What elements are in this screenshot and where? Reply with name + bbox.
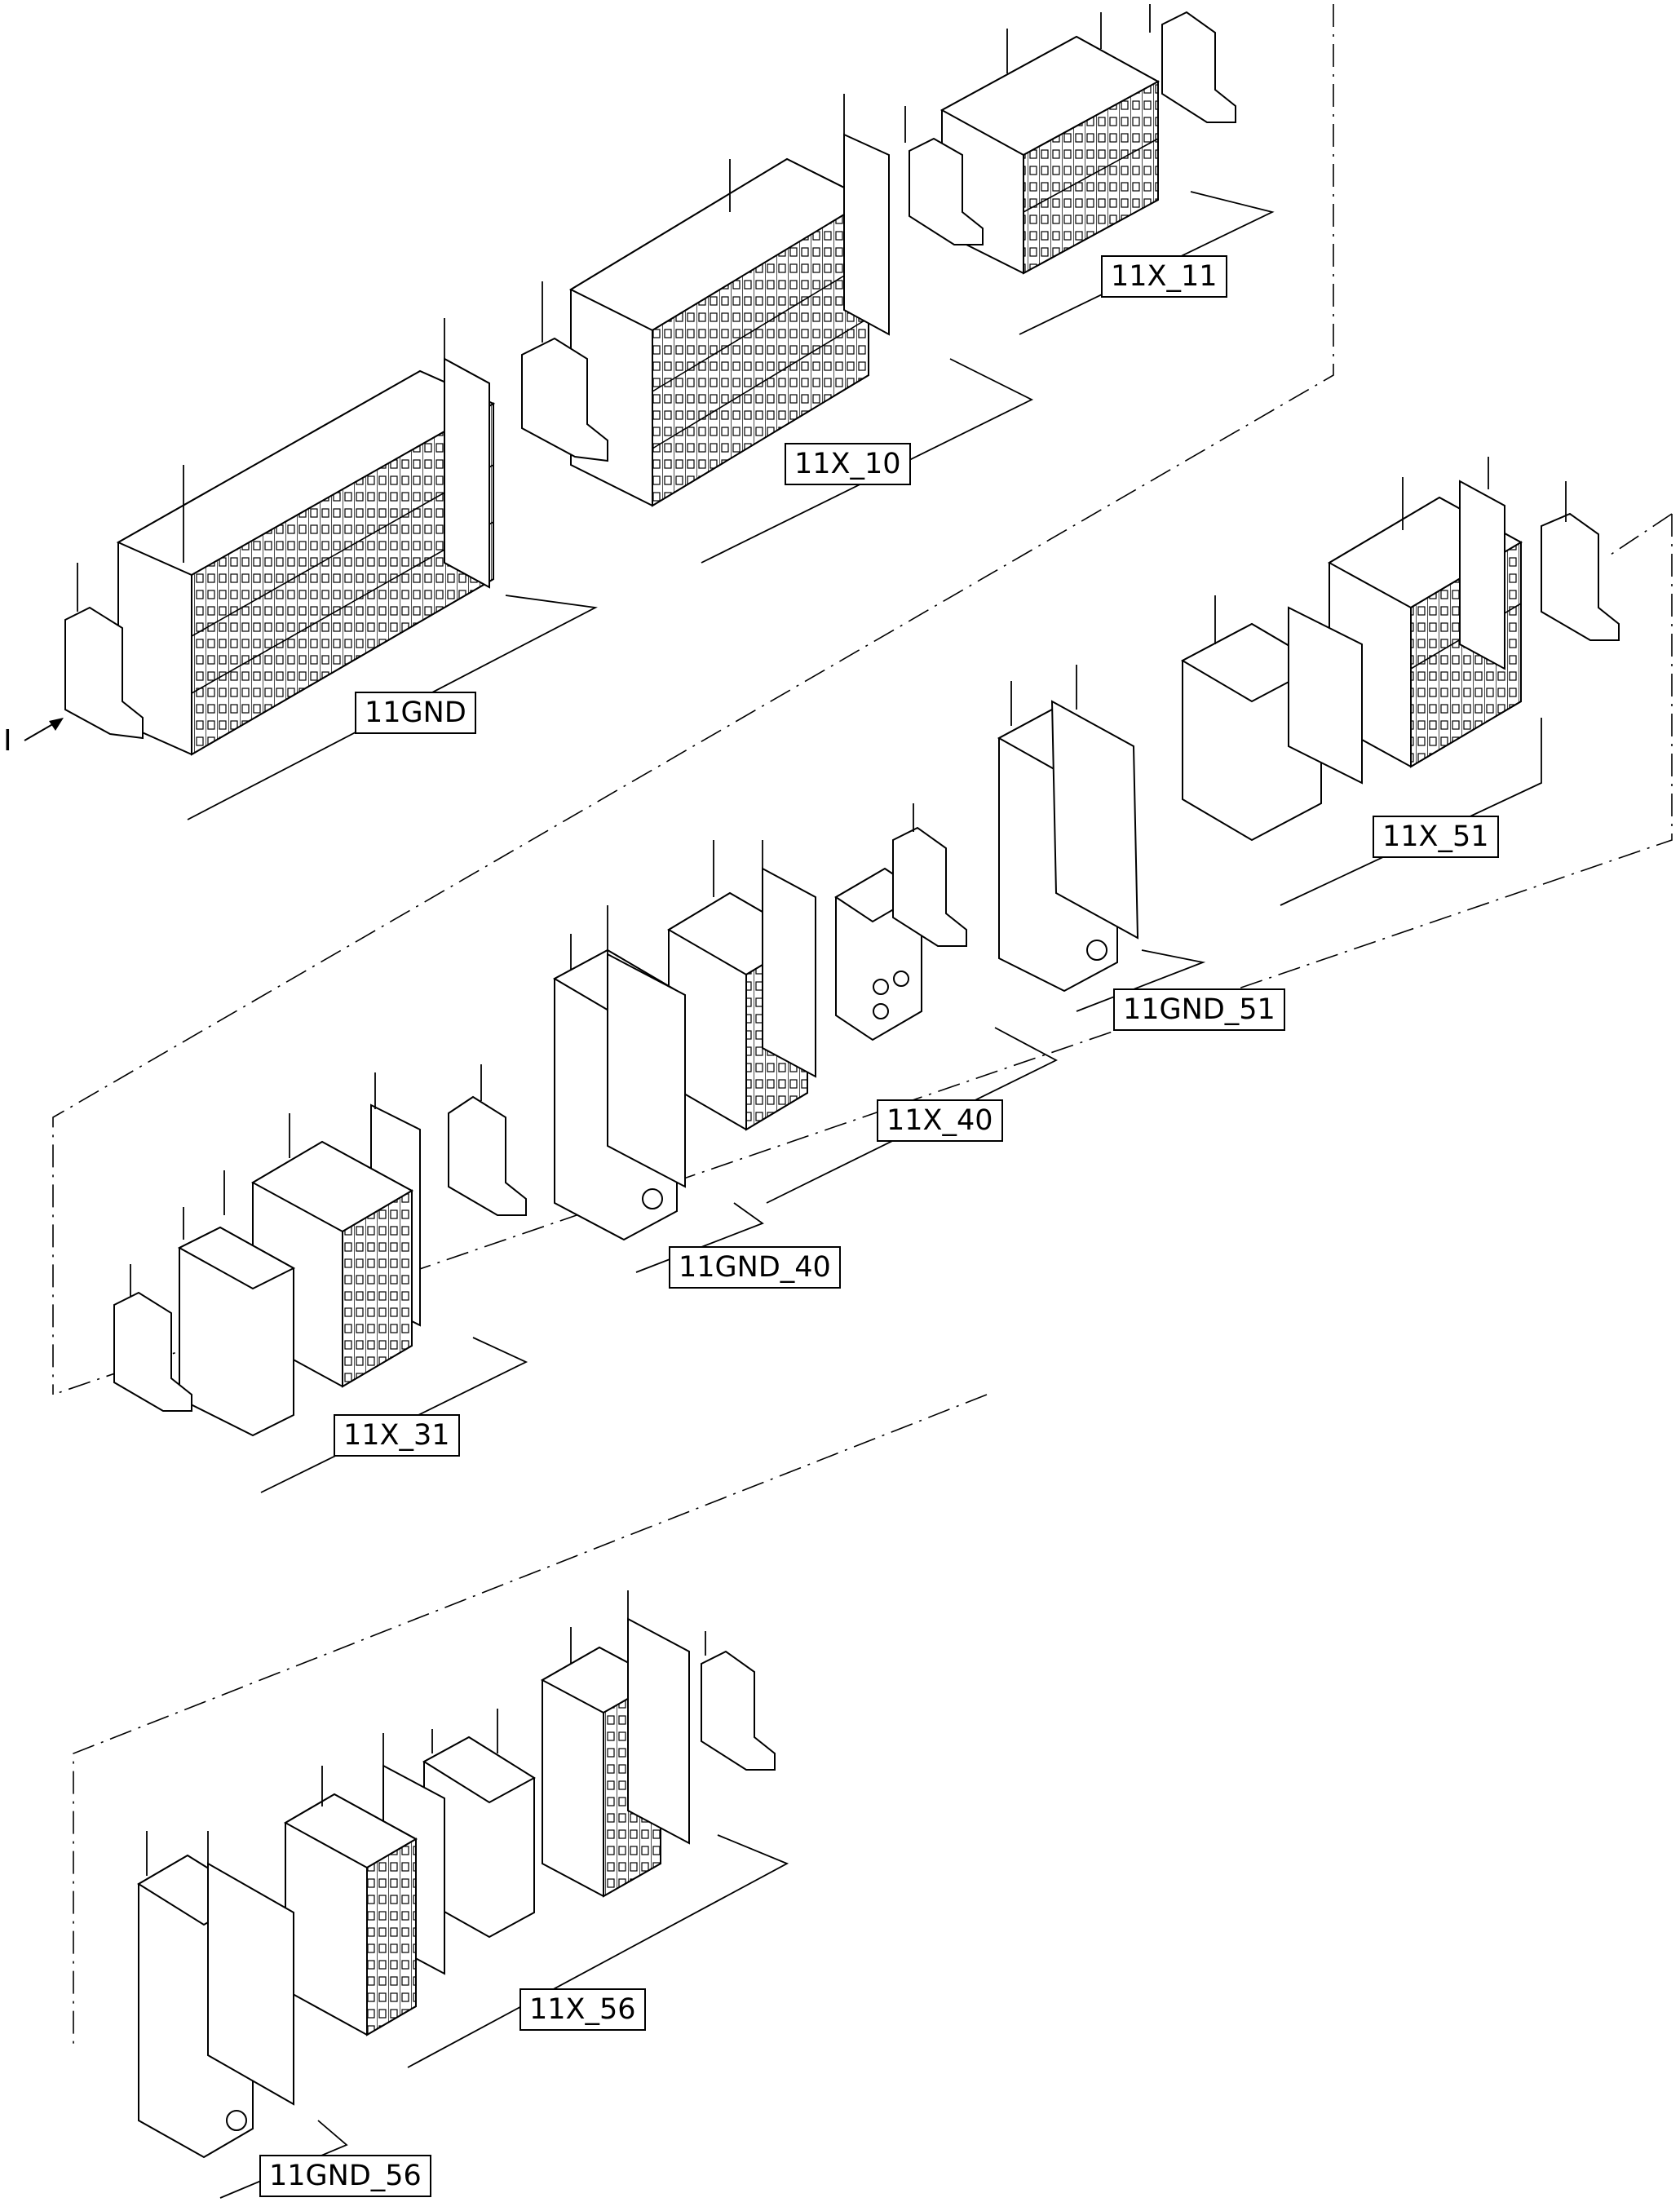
end-clamp-11X_11-right xyxy=(1100,4,1236,123)
fuse-block-11X_56 xyxy=(422,1709,536,1939)
end-plate-11X_40 xyxy=(762,840,816,1078)
fuse-block-11X_51 xyxy=(1180,595,1324,842)
end-plate-11X_10-left xyxy=(444,357,490,589)
label-11GND_51: 11GND_51 xyxy=(1113,988,1285,1032)
end-clamp-11GND xyxy=(64,563,144,740)
end-plate-11GND_51 xyxy=(1050,665,1139,940)
label-11GND_40: 11GND_40 xyxy=(669,1246,841,1289)
end-plate-11X_56 xyxy=(627,1590,690,1845)
label-11X_56: 11X_56 xyxy=(519,1988,646,2032)
end-clamp-11X_11-left xyxy=(904,106,984,245)
label-11X_31: 11X_31 xyxy=(334,1414,460,1457)
end-clamp-11X_10 xyxy=(521,281,608,462)
end-clamp-11X_31 xyxy=(113,1264,192,1412)
label-11X_40: 11X_40 xyxy=(877,1099,1003,1143)
rail-outline-middle xyxy=(52,513,1673,1395)
label-11GND: 11GND xyxy=(355,692,476,735)
view-marker-label: I xyxy=(3,724,12,758)
rail-outline-upper xyxy=(52,4,1334,1395)
label-11X_10: 11X_10 xyxy=(785,443,911,486)
strip-11X_11 xyxy=(939,29,1161,275)
end-plate-11GND_56 xyxy=(207,1831,294,2106)
view-arrow xyxy=(24,718,64,741)
end-clamp-11X_51 xyxy=(1541,481,1620,641)
label-11GND_56: 11GND_56 xyxy=(259,2155,431,2198)
strip-11GND xyxy=(116,369,496,756)
end-plate-11X_10 xyxy=(843,94,890,336)
end-clamp-11X_40 xyxy=(892,803,967,947)
end-plate-11GND_40 xyxy=(607,905,686,1188)
end-plate-11X_51 xyxy=(1288,457,1505,785)
label-11X_51: 11X_51 xyxy=(1373,816,1499,859)
end-clamp-11GND_40 xyxy=(448,1064,527,1216)
end-clamp-11X_56 xyxy=(701,1631,776,1771)
label-11X_11: 11X_11 xyxy=(1101,255,1227,298)
rail-outline-lower xyxy=(73,1394,988,2047)
